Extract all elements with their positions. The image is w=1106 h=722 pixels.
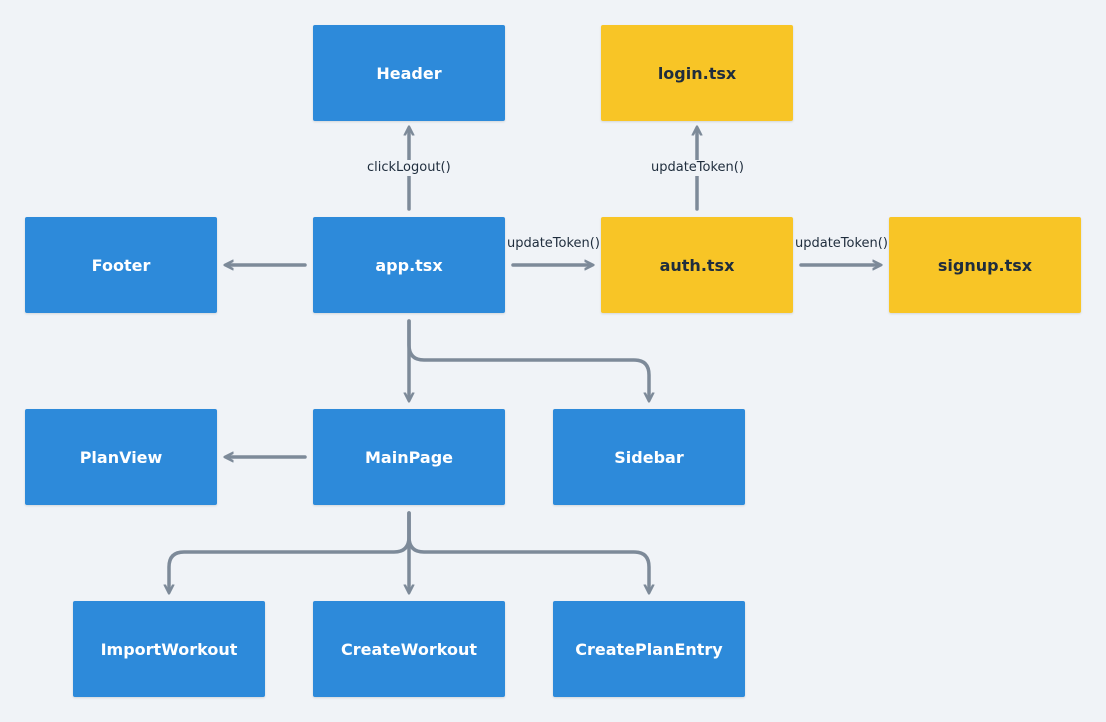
node-importworkout[interactable]: ImportWorkout — [73, 601, 265, 697]
node-login[interactable]: login.tsx — [601, 25, 793, 121]
node-signup[interactable]: signup.tsx — [889, 217, 1081, 313]
node-createworkout[interactable]: CreateWorkout — [313, 601, 505, 697]
node-header[interactable]: Header — [313, 25, 505, 121]
edge-label-update-token-signup: updateToken() — [795, 236, 888, 251]
edge-label-update-token-login: updateToken() — [651, 160, 744, 176]
node-createplanentry[interactable]: CreatePlanEntry — [553, 601, 745, 697]
node-planview[interactable]: PlanView — [25, 409, 217, 505]
edge-mainpage-importworkout — [169, 511, 411, 590]
node-footer[interactable]: Footer — [25, 217, 217, 313]
edge-label-click-logout: clickLogout() — [367, 160, 451, 176]
edge-label-update-token-auth: updateToken() — [507, 236, 600, 251]
node-auth[interactable]: auth.tsx — [601, 217, 793, 313]
node-mainpage[interactable]: MainPage — [313, 409, 505, 505]
node-sidebar[interactable]: Sidebar — [553, 409, 745, 505]
node-app[interactable]: app.tsx — [313, 217, 505, 313]
edge-app-sidebar — [407, 319, 649, 398]
edge-mainpage-createplanentry — [407, 511, 649, 590]
